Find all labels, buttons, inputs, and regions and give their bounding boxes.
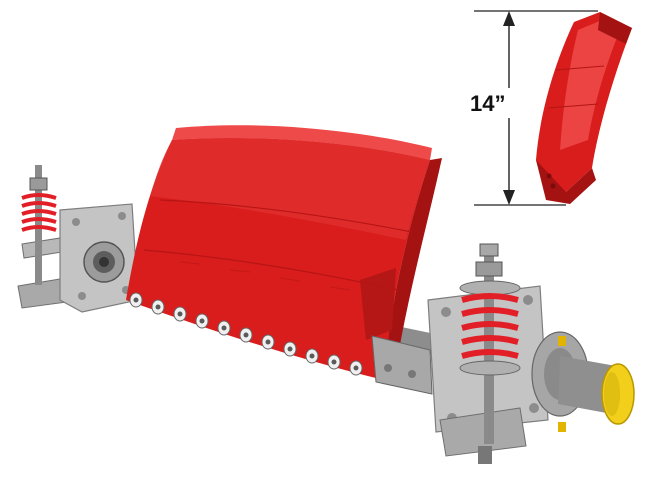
red-urethane-blade [126,125,442,382]
blade-side-support [384,158,442,382]
inset-blade-diagram: 14” [468,10,632,206]
left-hex-nut-top [29,177,48,191]
dimension-arrow-up [503,11,515,26]
shaft-connector-block [371,335,433,395]
left-spring [21,193,57,232]
inset-blade-highlight [560,20,620,150]
dimension-label: 14” [470,91,505,116]
inset-blade-base [536,160,596,204]
right-threaded-rod [484,244,494,444]
left-mount [17,165,139,313]
blade-bolt-row [129,292,363,376]
right-spring [461,293,519,359]
dimension-arrow-down [503,190,515,205]
right-hex-nut-top [475,261,503,277]
inset-blade-side [598,12,632,44]
right-mount [427,243,635,464]
cleaner-assembly [17,125,635,464]
blade-top-edge [172,125,432,160]
